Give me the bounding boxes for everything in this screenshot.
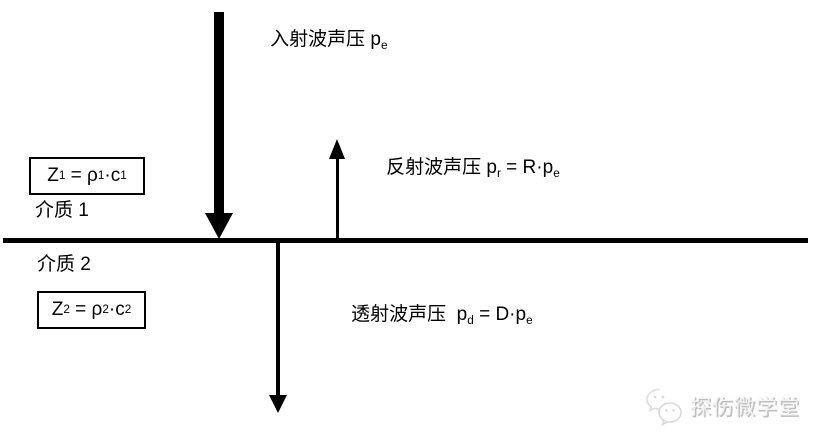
incident-wave-arrow-shaft [214, 12, 224, 214]
reflected-wave-arrowhead-icon [329, 139, 345, 159]
transmitted-wave-arrowhead-icon [269, 395, 287, 413]
z1-dot-c: ·c [104, 165, 121, 186]
transmitted-wave-label: 透射波声压 pd = D·pe [330, 279, 533, 351]
reflected-wave-label-text: 反射波声压 p [386, 157, 497, 178]
reflected-wave-arrow-shaft [336, 157, 339, 238]
z1-equals-rho: = ρ [65, 165, 98, 186]
transmitted-wave-subscript-d: d [467, 314, 474, 328]
incident-wave-arrowhead-icon [205, 213, 233, 239]
z2-symbol: Z [51, 299, 64, 320]
reflected-wave-subscript-e: e [553, 167, 560, 181]
transmitted-wave-subscript-e: e [526, 314, 533, 328]
incident-wave-label-text: 入射波声压 p [270, 29, 381, 50]
media-interface-line [3, 238, 808, 243]
reflected-wave-label: 反射波声压 pr = R·pe [365, 132, 560, 204]
z2-dot-c: ·c [108, 299, 125, 320]
reflected-wave-formula: = R·p [500, 157, 554, 178]
wechat-icon [643, 386, 685, 427]
incident-wave-label: 入射波声压 pe [249, 4, 388, 76]
watermark-text: 探伤微学堂 [690, 396, 800, 419]
watermark: 探伤微学堂 [643, 386, 800, 427]
transmitted-wave-formula: = D·p [473, 304, 527, 325]
z2-equals-rho: = ρ [69, 299, 103, 320]
medium2-label: 介质 2 [37, 254, 91, 275]
incident-wave-subscript: e [380, 39, 388, 53]
transmitted-wave-label-text: 透射波声压 p [351, 304, 468, 325]
reflected-wave-subscript-r: r [496, 167, 501, 181]
z1-symbol: Z [47, 165, 59, 186]
medium1-label: 介质 1 [35, 200, 89, 221]
transmitted-wave-arrow-shaft [276, 243, 280, 396]
